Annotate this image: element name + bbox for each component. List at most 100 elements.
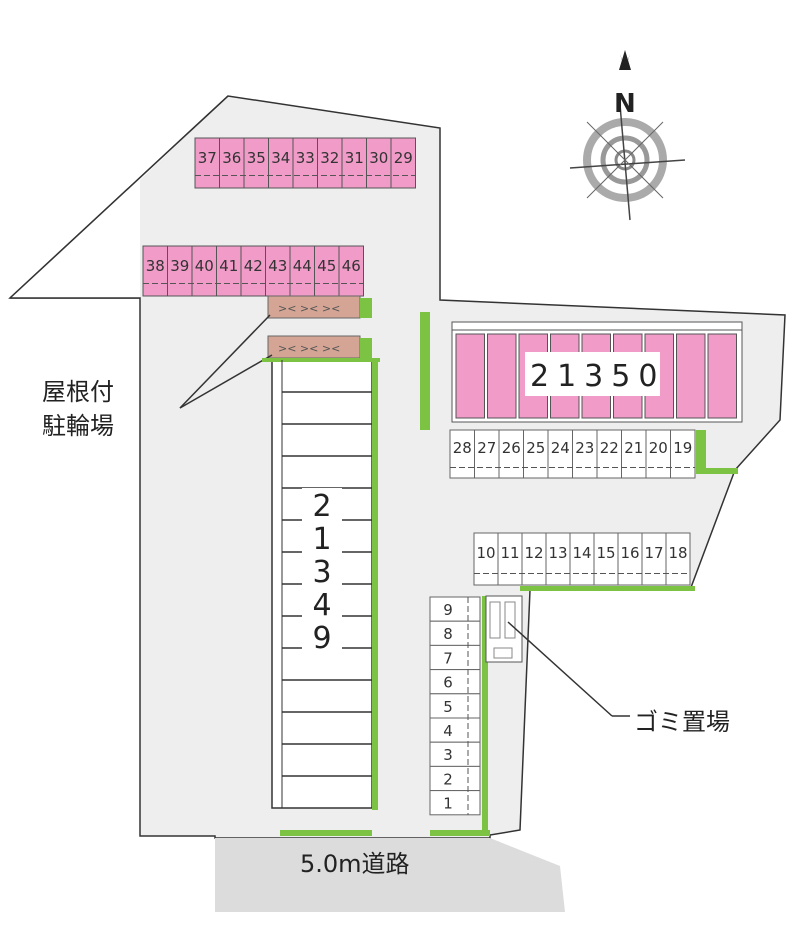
unit-label: 39: [170, 257, 189, 275]
parking-space-label: 11: [500, 544, 519, 562]
unit-label: 32: [320, 149, 339, 167]
parking-space-label: 8: [443, 625, 453, 643]
unit-label: 37: [198, 149, 217, 167]
building-21349-digit: 3: [312, 555, 331, 590]
parking-space-5: 5: [429, 693, 481, 719]
parking-space-label: 23: [575, 439, 594, 457]
parking-space-label: 5: [443, 698, 453, 716]
unit-label: 35: [247, 149, 266, 167]
unit-label: 36: [222, 149, 241, 167]
unit-45: 45: [314, 245, 340, 297]
parking-space-label: 7: [443, 649, 453, 667]
parking-space-17: 17: [641, 532, 667, 586]
parking-space-11: 11: [497, 532, 523, 586]
building-21350: 21350: [451, 321, 743, 423]
parking-space-2: 2: [429, 765, 481, 792]
unit-32: 32: [317, 137, 343, 189]
parking-space-label: 4: [443, 722, 453, 740]
parking-space-10: 10: [473, 532, 499, 586]
parking-space-label: 22: [600, 439, 619, 457]
unit-43: 43: [265, 245, 291, 297]
parking-space-18: 18: [665, 532, 691, 586]
unit-label: 40: [195, 257, 214, 275]
bike-parking-2: >< >< ><: [267, 335, 361, 359]
parking-space-label: 15: [596, 544, 615, 562]
parking-space-label: 26: [502, 439, 521, 457]
unit-30: 30: [366, 137, 392, 189]
parking-space-3: 3: [429, 741, 481, 767]
unit-label: 42: [244, 257, 263, 275]
unit-label: 33: [296, 149, 315, 167]
parking-space-label: 19: [673, 439, 692, 457]
svg-text:>< >< ><: >< >< ><: [278, 342, 340, 355]
unit-label: 43: [268, 257, 287, 275]
parking-space-label: 18: [668, 544, 687, 562]
parking-space-label: 3: [443, 746, 453, 764]
parking-space-label: 9: [443, 601, 453, 619]
parking-space-20: 20: [645, 429, 671, 479]
parking-space-16: 16: [617, 532, 643, 586]
parking-space-19: 19: [670, 429, 696, 479]
unit-label: 38: [146, 257, 165, 275]
garbage-label: ゴミ置場: [634, 708, 730, 736]
parking-space-25: 25: [523, 429, 549, 479]
road-label: 5.0m道路: [300, 850, 410, 878]
building-21349-digit: 4: [312, 588, 331, 623]
unit-46: 46: [338, 245, 364, 297]
unit-40: 40: [191, 245, 217, 297]
unit-21350-9: [707, 333, 737, 419]
parking-space-label: 21: [624, 439, 643, 457]
bike-parking-label-line1: 屋根付: [42, 378, 114, 406]
parking-space-label: 28: [453, 439, 472, 457]
parking-space-27: 27: [474, 429, 500, 479]
parking-space-28: 28: [449, 429, 475, 479]
unit-21350-1: [455, 333, 485, 419]
unit-38: 38: [142, 245, 168, 297]
parking-space-22: 22: [596, 429, 622, 479]
parking-space-13: 13: [545, 532, 571, 586]
parking-space-8: 8: [429, 620, 481, 646]
unit-label: 44: [293, 257, 312, 275]
parking-space-label: 14: [572, 544, 591, 562]
unit-label: 46: [342, 257, 361, 275]
building-21350-label: 21350: [530, 359, 665, 394]
compass-north-label: N: [614, 89, 636, 119]
parking-space-26: 26: [498, 429, 524, 479]
parking-space-23: 23: [572, 429, 598, 479]
parking-column-1-9: 9 8 7 6 5 4 3 2 1: [429, 596, 481, 816]
parking-space-15: 15: [593, 532, 619, 586]
parking-space-label: 12: [524, 544, 543, 562]
parking-space-label: 6: [443, 674, 453, 692]
parking-space-7: 7: [429, 644, 481, 671]
unit-21350-2: [487, 333, 517, 419]
parking-space-24: 24: [547, 429, 573, 479]
parking-space-12: 12: [521, 532, 547, 586]
unit-21350-8: [676, 333, 706, 419]
unit-label: 30: [369, 149, 388, 167]
unit-36: 36: [219, 137, 245, 189]
unit-44: 44: [289, 245, 315, 297]
parking-space-label: 13: [548, 544, 567, 562]
parking-space-label: 2: [443, 770, 453, 788]
svg-text:>< >< ><: >< >< ><: [278, 302, 340, 315]
bike-parking-1: >< >< ><: [267, 295, 361, 319]
parking-space-label: 16: [620, 544, 639, 562]
building-21349-digit: 9: [312, 621, 331, 656]
parking-space-label: 27: [477, 439, 496, 457]
parking-space-1: 1: [429, 790, 481, 816]
parking-space-label: 20: [649, 439, 668, 457]
unit-39: 39: [167, 245, 193, 297]
unit-label: 31: [345, 149, 364, 167]
parking-space-4: 4: [429, 717, 481, 743]
unit-33: 33: [292, 137, 318, 189]
parking-space-label: 17: [644, 544, 663, 562]
unit-label: 41: [219, 257, 238, 275]
unit-label: 34: [271, 149, 290, 167]
bike-parking-label-line2: 駐輪場: [42, 412, 114, 440]
